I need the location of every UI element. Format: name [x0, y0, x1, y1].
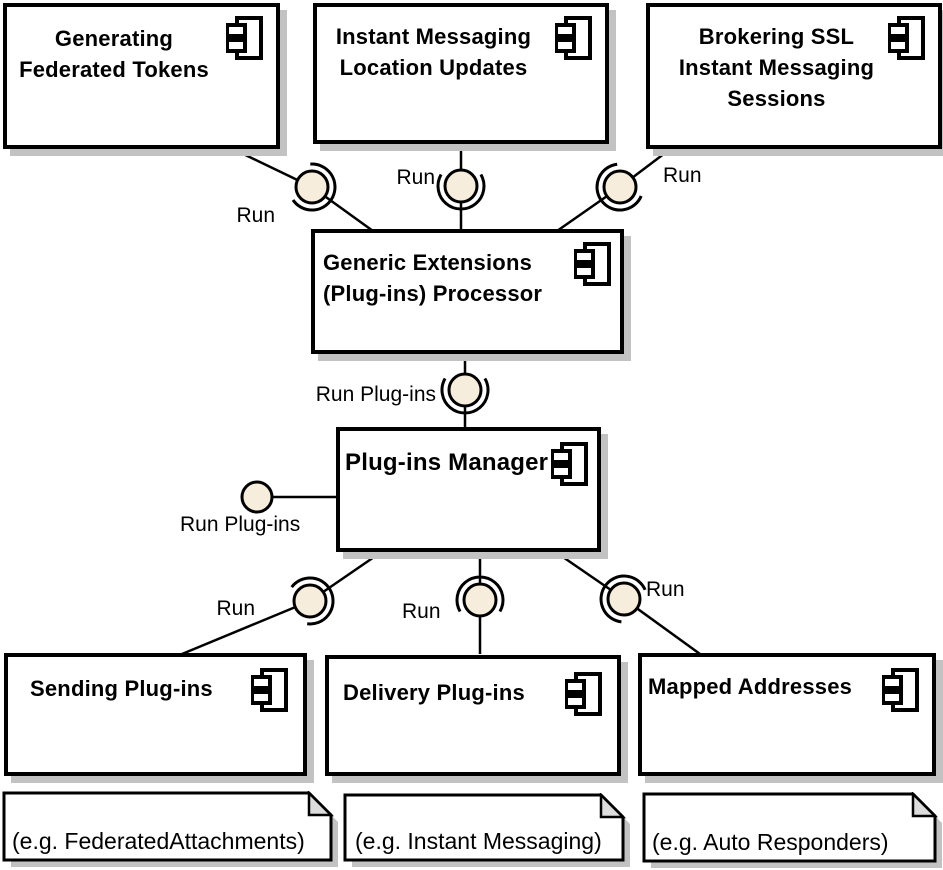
note-shape: [642, 792, 942, 868]
component-generating-federated-tokens[interactable]: Generating Federated Tokens: [3, 3, 280, 149]
component-icon: [251, 668, 288, 712]
note-fold-icon: [307, 791, 335, 817]
provided-interface-ball[interactable]: [443, 168, 479, 204]
interface-label-run-plug-ins: Run Plug-ins: [315, 383, 436, 406]
component-icon: [555, 16, 592, 60]
provided-interface-ball[interactable]: [602, 169, 638, 205]
component-icon: [882, 668, 919, 712]
required-interface-socket: [599, 574, 647, 624]
note-delivery-plug-ins-example[interactable]: (e.g. Instant Messaging): [343, 793, 634, 870]
provided-interface-ball[interactable]: [240, 480, 274, 514]
note-fold-icon: [911, 792, 939, 818]
interface-label-run: Run: [646, 578, 685, 601]
interface-label-run: Run: [216, 597, 255, 620]
component-generic-extensions-processor[interactable]: Generic Extensions (Plug-ins) Processor: [311, 229, 624, 354]
component-icon: [226, 16, 263, 60]
component-icon: [565, 672, 602, 716]
note-sending-plug-ins-example[interactable]: (e.g. FederatedAttachments): [2, 791, 342, 870]
provided-interface-ball[interactable]: [447, 372, 483, 408]
component-icon: [888, 16, 925, 60]
interface-label-run-plug-ins: Run Plug-ins: [180, 513, 301, 536]
component-icon: [551, 442, 588, 486]
provided-interface-ball[interactable]: [294, 169, 330, 205]
component-delivery-plug-ins[interactable]: Delivery Plug-ins: [325, 655, 621, 776]
component-label: Generating Federated Tokens: [19, 26, 209, 82]
component-label: Mapped Addresses: [648, 674, 853, 699]
component-label: Delivery Plug-ins: [343, 680, 525, 705]
interface-label-run: Run: [396, 166, 435, 189]
required-interface-socket: [290, 576, 335, 626]
provided-interface-ball[interactable]: [462, 582, 498, 618]
required-interface-socket: [440, 377, 490, 415]
component-label: Sending Plug-ins: [30, 676, 213, 701]
provided-interface-ball[interactable]: [292, 583, 328, 619]
required-interface-socket: [436, 173, 486, 211]
component-label: Plug-ins Manager: [345, 449, 549, 476]
component-plug-ins-manager[interactable]: Plug-ins Manager: [336, 427, 601, 552]
required-interface-socket: [291, 162, 337, 212]
note-shape: [343, 793, 630, 867]
component-label: Generic Extensions (Plug-ins) Processor: [323, 250, 543, 306]
provided-interface-ball[interactable]: [606, 581, 642, 617]
interface-label-run: Run: [402, 600, 441, 623]
required-interface-socket: [455, 575, 505, 613]
component-brokering-ssl-sessions[interactable]: Brokering SSL Instant Messaging Sessions: [646, 3, 942, 149]
interface-label-run: Run: [663, 164, 702, 187]
component-label: Brokering SSL Instant Messaging Sessions: [678, 24, 875, 111]
interface-label-run: Run: [236, 204, 275, 227]
component-instant-messaging-location-updates[interactable]: Instant Messaging Location Updates: [313, 3, 609, 144]
component-mapped-addresses[interactable]: Mapped Addresses: [638, 653, 936, 776]
note-mapped-addresses-example[interactable]: (e.g. Auto Responders): [642, 792, 943, 870]
required-interface-socket: [595, 162, 643, 212]
note-shape: [2, 791, 338, 867]
component-icon: [574, 242, 611, 286]
component-label: Instant Messaging Location Updates: [335, 24, 532, 80]
connector-line: [181, 599, 311, 656]
component-sending-plug-ins[interactable]: Sending Plug-ins: [4, 653, 307, 776]
note-text: (e.g. FederatedAttachments): [12, 828, 305, 854]
note-text: (e.g. Instant Messaging): [355, 828, 602, 854]
note-text: (e.g. Auto Responders): [652, 829, 889, 855]
note-fold-icon: [599, 793, 627, 819]
